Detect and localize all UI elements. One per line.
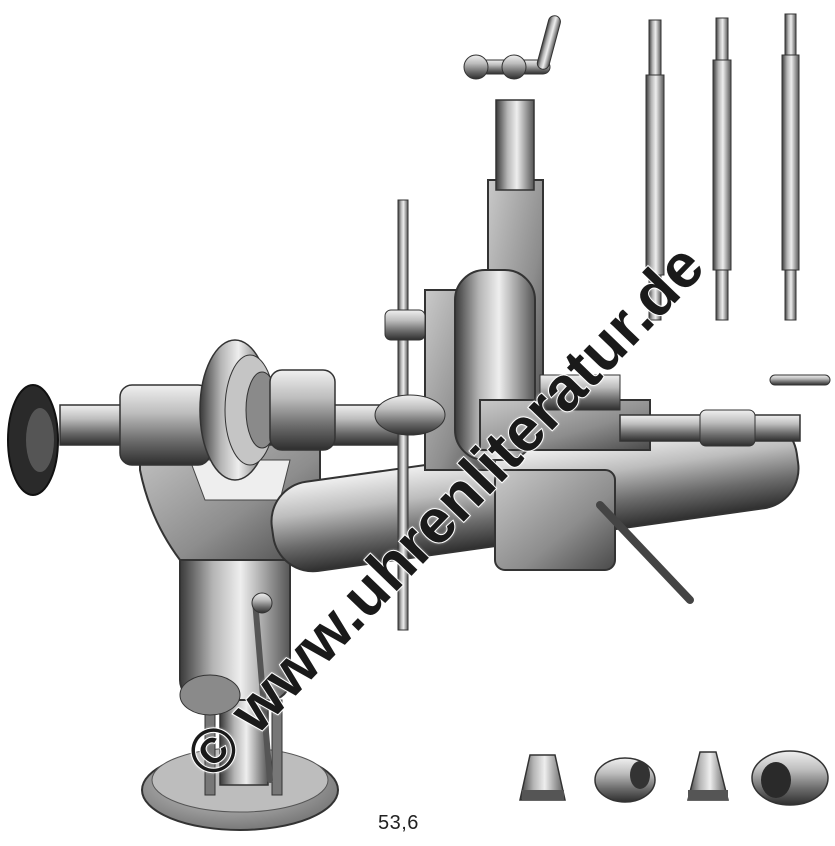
pulley — [199, 339, 279, 481]
handwheel — [7, 384, 59, 496]
figure-caption: 53,6 — [378, 812, 419, 834]
collet-4 — [751, 750, 829, 806]
arbor-1 — [645, 19, 665, 321]
t-handle — [463, 15, 561, 80]
collet-2 — [594, 757, 656, 803]
arbor-3 — [781, 13, 800, 321]
collet-3 — [687, 751, 729, 801]
collet-1 — [519, 754, 566, 801]
arbor-2 — [712, 17, 732, 321]
